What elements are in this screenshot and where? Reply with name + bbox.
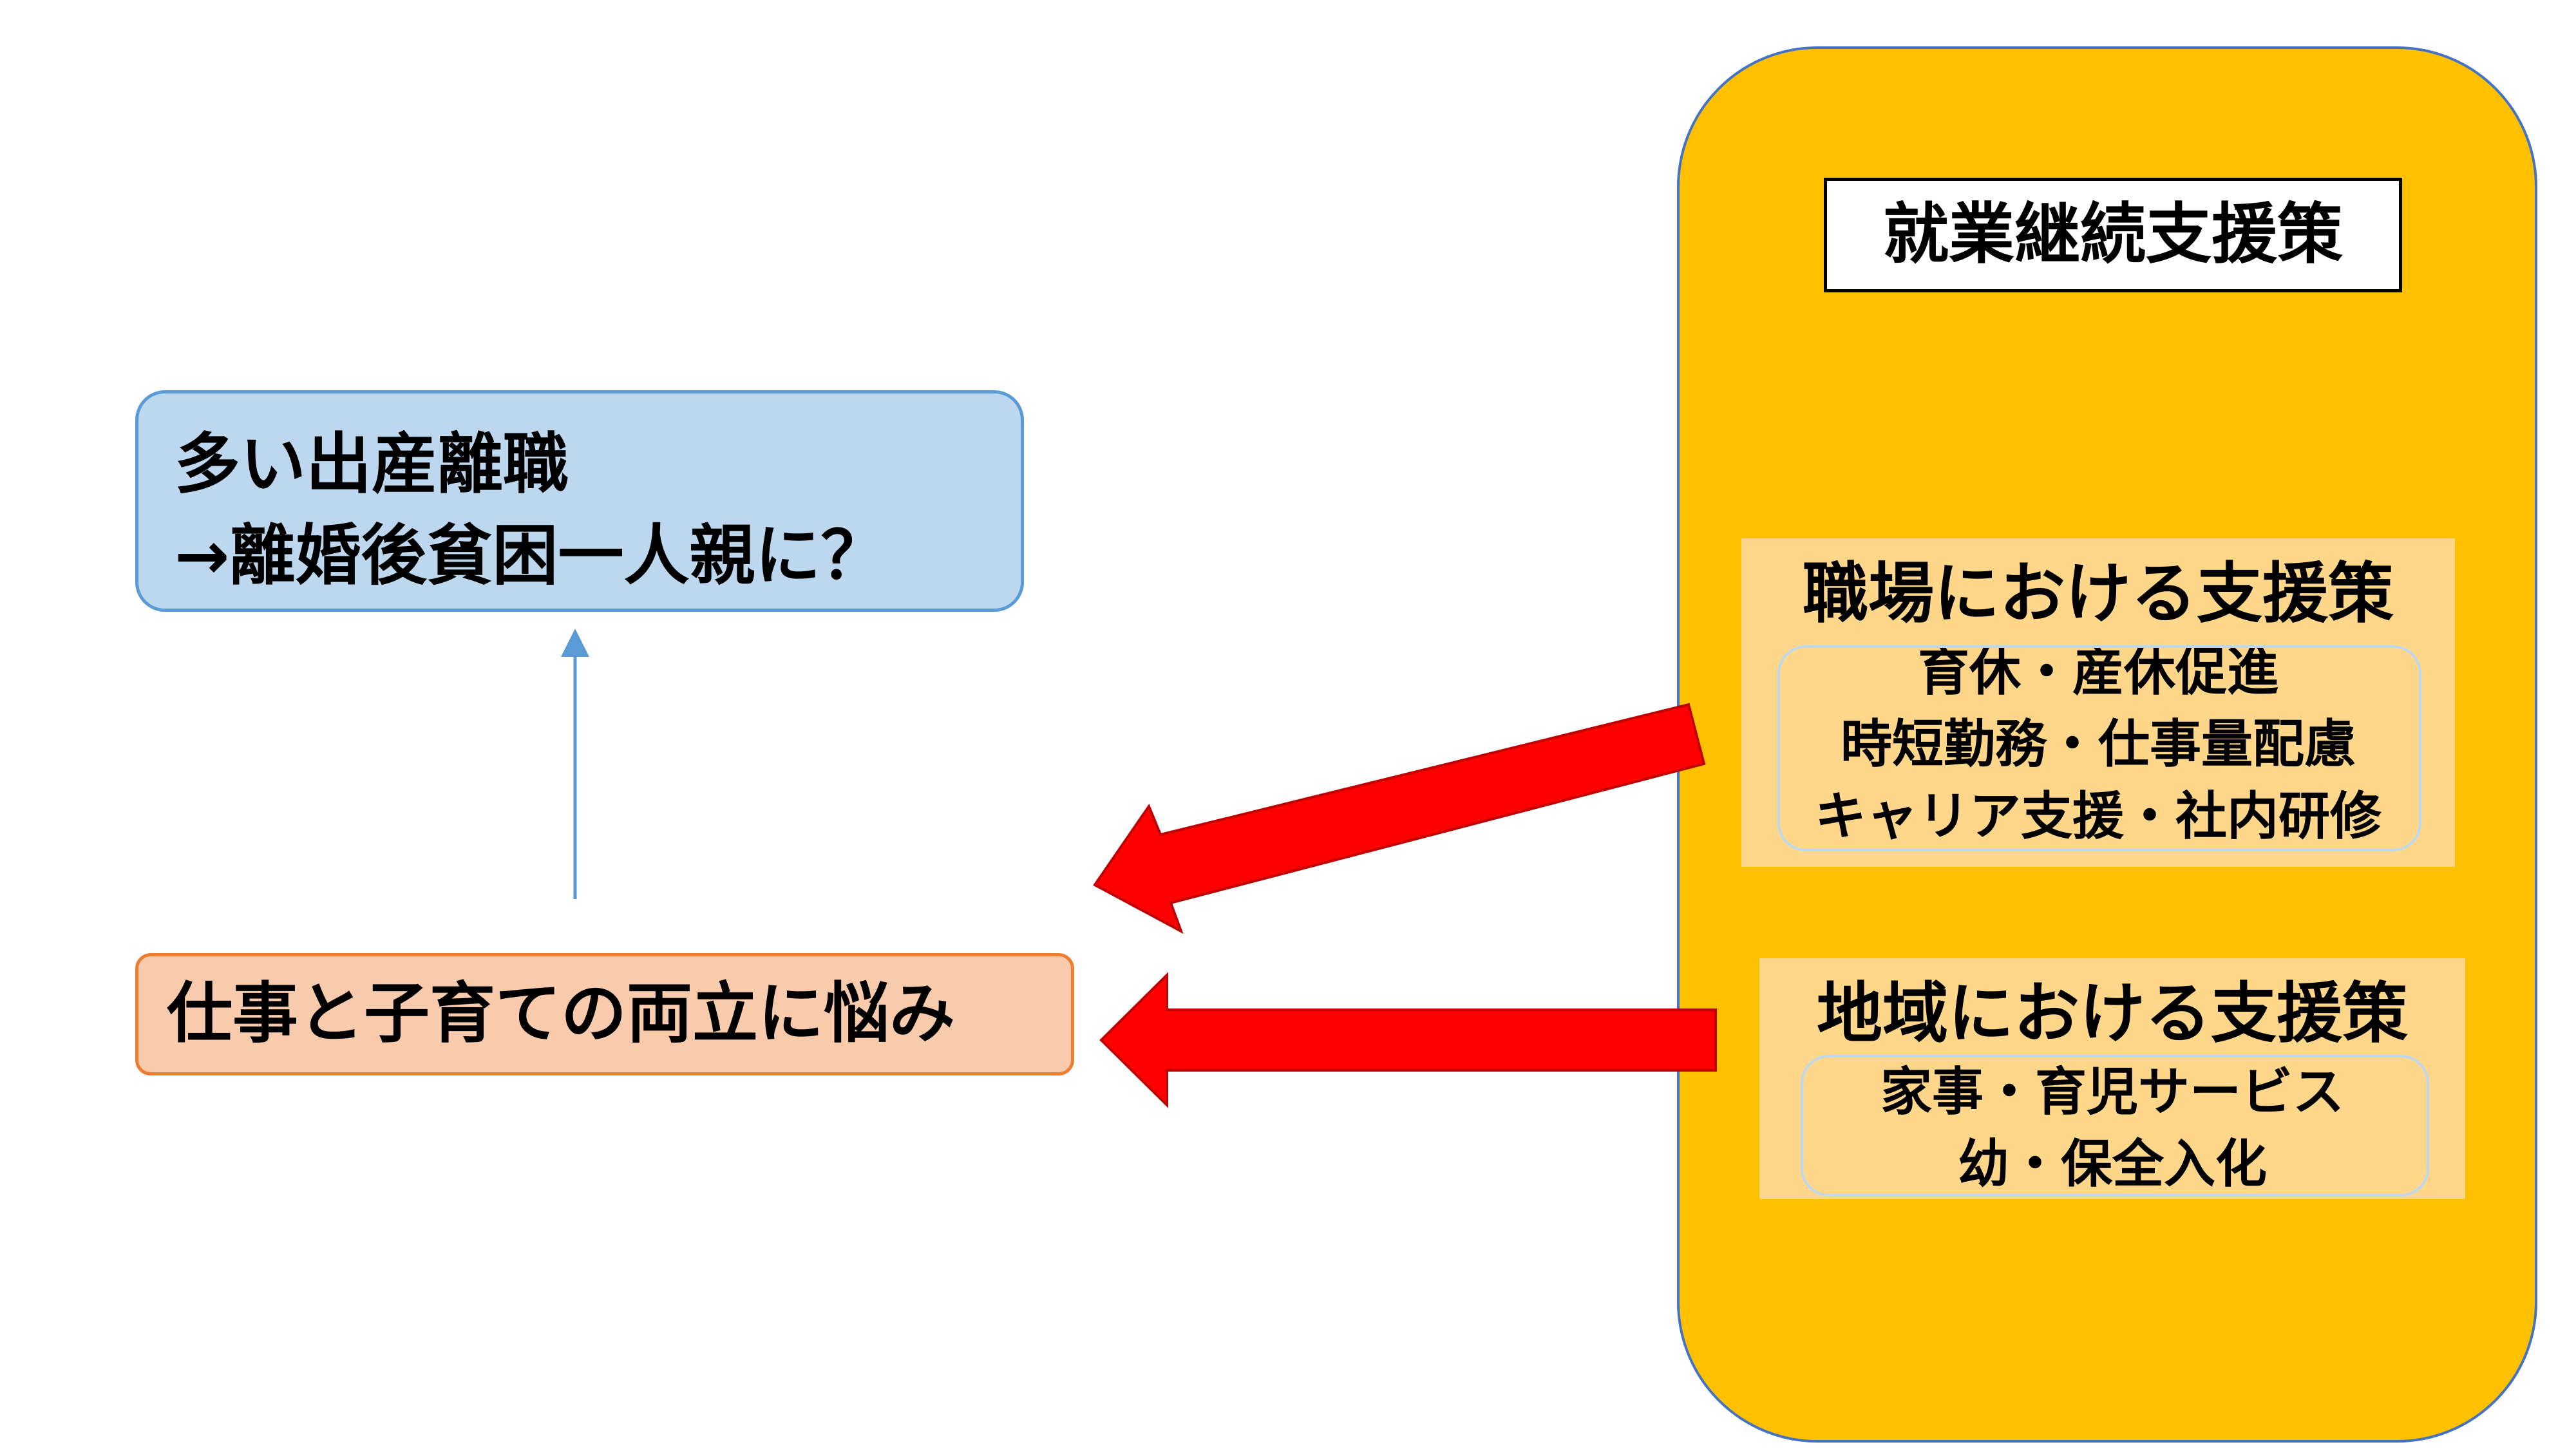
community-heading: 地域における支援策 bbox=[1817, 976, 2408, 1052]
workplace-arrow bbox=[1093, 703, 1706, 934]
panel-title: 就業継続支援策 bbox=[1824, 178, 2402, 292]
list-item: 育休・産休促進 bbox=[1918, 642, 2278, 702]
problem-box: 多い出産離職 →離婚後貧困一人親に？ bbox=[135, 390, 1024, 612]
community-arrow bbox=[1099, 972, 1717, 1108]
list-item: 時短勤務・仕事量配慮 bbox=[1841, 714, 2356, 774]
list-item: 幼・保全入化 bbox=[1958, 1134, 2267, 1194]
workplace-bracket bbox=[1777, 645, 2421, 851]
community-list: 家事・育児サービス 幼・保全入化 bbox=[1759, 1056, 2465, 1200]
workplace-list: 育休・産休促進 時短勤務・仕事量配慮 キャリア支援・社内研修 bbox=[1741, 636, 2455, 853]
problem-line-2: →離婚後貧困一人親に？ bbox=[175, 518, 887, 594]
list-item: キャリア支援・社内研修 bbox=[1815, 786, 2382, 846]
problem-line-1: 多い出産離職 bbox=[175, 426, 569, 503]
connector-arrowhead bbox=[561, 629, 589, 657]
workplace-heading: 職場における支援策 bbox=[1803, 556, 2394, 632]
cause-box: 仕事と子育ての両立に悩み bbox=[135, 953, 1074, 1075]
cause-text: 仕事と子育ての両立に悩み bbox=[167, 976, 955, 1052]
workplace-support-box: 職場における支援策 育休・産休促進 時短勤務・仕事量配慮 キャリア支援・社内研修 bbox=[1741, 538, 2455, 867]
community-support-box: 地域における支援策 家事・育児サービス 幼・保全入化 bbox=[1759, 958, 2465, 1199]
community-bracket bbox=[1801, 1055, 2429, 1197]
list-item: 家事・育児サービス bbox=[1880, 1062, 2344, 1122]
